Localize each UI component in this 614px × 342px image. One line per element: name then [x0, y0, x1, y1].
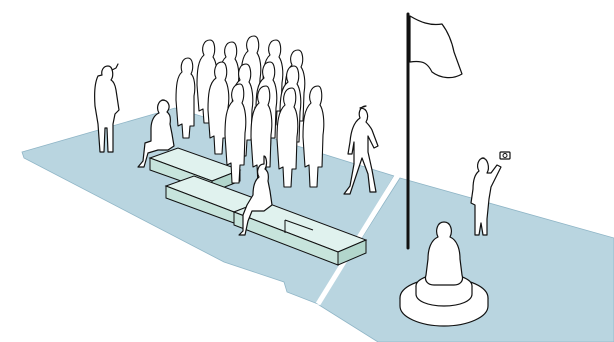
camera-icon — [500, 152, 510, 159]
crowd-member — [176, 58, 195, 138]
flag-cloth — [410, 16, 462, 78]
